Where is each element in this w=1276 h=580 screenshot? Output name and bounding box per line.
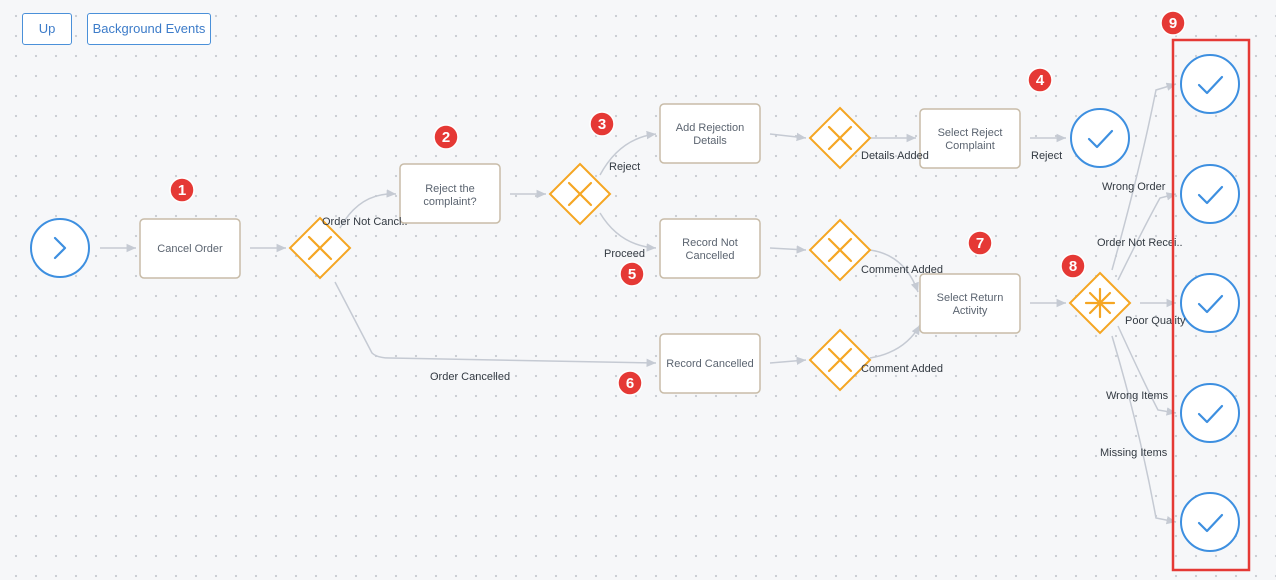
task-label: Select Return (937, 292, 1004, 304)
task-select-return-activity[interactable]: Select Return Activity (919, 273, 1021, 334)
task-label: Record Cancelled (666, 358, 753, 370)
task-label: Select Reject (938, 127, 1003, 139)
flow-reject[interactable] (599, 130, 657, 176)
background-events-button[interactable]: Background Events (87, 13, 211, 45)
badge-8: 8 (1060, 253, 1086, 279)
check-icon (1197, 404, 1224, 424)
complex-gateway-return[interactable] (1068, 271, 1132, 335)
start-event[interactable] (30, 218, 90, 278)
flow-order-cancelled[interactable] (334, 281, 657, 368)
flow-order-not-cancelled[interactable] (339, 189, 397, 229)
label-poor-quality: Poor Quality (1125, 315, 1186, 327)
badge-7: 7 (967, 230, 993, 256)
badge-4: 4 (1027, 67, 1053, 93)
task-label: Details (693, 135, 727, 147)
check-icon (1197, 75, 1224, 95)
label-comment-added-2: Comment Added (861, 363, 943, 375)
badge-number: 4 (1036, 72, 1045, 89)
check-icon (1197, 185, 1224, 205)
end-event-wrong-items[interactable] (1180, 383, 1240, 443)
highlight-box (1171, 38, 1251, 572)
flow-comment-added-2[interactable] (869, 324, 921, 359)
exclusive-gateway-order[interactable] (288, 216, 352, 280)
task-label: complaint? (423, 196, 476, 208)
flow-comment-added-1[interactable] (869, 249, 919, 293)
badge-number: 6 (626, 375, 634, 392)
flow-wrong-order[interactable] (1111, 82, 1177, 271)
x-icon (567, 181, 593, 207)
badge-number: 1 (178, 182, 186, 199)
flow-order-not-received[interactable] (1117, 192, 1177, 281)
check-icon (1197, 513, 1224, 533)
check-icon (1087, 129, 1114, 149)
badge-number: 5 (628, 266, 636, 283)
label-reject: Reject (609, 161, 640, 173)
task-record-not-cancelled[interactable]: Record Not Cancelled (659, 218, 761, 279)
badge-2: 2 (433, 124, 459, 150)
exclusive-gateway-comment-1[interactable] (808, 218, 872, 282)
label-order-not-cancelled: Order Not Cancl.. (322, 216, 408, 228)
label-missing-items: Missing Items (1100, 447, 1168, 459)
flow-record-not-cancelled-to-gateway[interactable] (769, 245, 807, 254)
check-icon (1197, 294, 1224, 314)
badge-6: 6 (617, 370, 643, 396)
task-label: Cancelled (686, 250, 735, 262)
flow-labels: Order Not Cancl.. Order Cancelled Reject… (322, 150, 1186, 459)
badge-number: 9 (1169, 15, 1177, 32)
exclusive-gateway-details[interactable] (808, 106, 872, 170)
x-icon (827, 125, 853, 151)
label-wrong-order: Wrong Order (1102, 181, 1166, 193)
x-icon (827, 237, 853, 263)
task-add-rejection-details[interactable]: Add Rejection Details (659, 103, 761, 164)
asterisk-icon (1084, 287, 1116, 319)
flow-record-cancelled-to-gateway[interactable] (769, 356, 807, 365)
x-icon (307, 235, 333, 261)
chevron-right-icon (53, 236, 67, 260)
label-reject-end: Reject (1031, 150, 1062, 162)
badge-9: 9 (1160, 10, 1186, 36)
task-label: Record Not (682, 237, 738, 249)
task-label: Complaint (945, 140, 995, 152)
badge-3: 3 (589, 111, 615, 137)
badge-number: 8 (1069, 258, 1077, 275)
end-event-reject[interactable] (1070, 108, 1130, 168)
up-button[interactable]: Up (22, 13, 72, 45)
end-event-missing-items[interactable] (1180, 492, 1240, 552)
flow-wrong-items[interactable] (1117, 325, 1177, 416)
badge-number: 3 (598, 116, 606, 133)
label-order-cancelled: Order Cancelled (430, 371, 510, 383)
exclusive-gateway-comment-2[interactable] (808, 328, 872, 392)
end-event-order-not-received[interactable] (1180, 164, 1240, 224)
flow-missing-items[interactable] (1111, 335, 1177, 525)
exclusive-gateway-complaint[interactable] (548, 162, 612, 226)
badge-number: 7 (976, 235, 984, 252)
task-label: Activity (953, 305, 988, 317)
end-event-wrong-order[interactable] (1180, 54, 1240, 114)
label-wrong-items: Wrong Items (1106, 390, 1169, 402)
label-order-not-received: Order Not Recei.. (1097, 237, 1183, 249)
task-cancel-order[interactable]: Cancel Order (139, 218, 241, 279)
badge-1: 1 (169, 177, 195, 203)
badge-number: 2 (442, 129, 450, 146)
task-label: Add Rejection (676, 122, 745, 134)
flow-add-rejection-to-gateway[interactable] (769, 132, 807, 142)
x-icon (827, 347, 853, 373)
badge-5: 5 (619, 261, 645, 287)
task-select-reject-complaint[interactable]: Select Reject Complaint (919, 108, 1021, 169)
task-label: Cancel Order (157, 243, 223, 255)
label-proceed: Proceed (604, 248, 645, 260)
flow-proceed[interactable] (599, 212, 657, 252)
label-comment-added-1: Comment Added (861, 264, 943, 276)
label-details-added: Details Added (861, 150, 929, 162)
end-event-poor-quality[interactable] (1180, 273, 1240, 333)
task-reject-the-complaint[interactable]: Reject the complaint? (399, 163, 501, 224)
task-record-cancelled[interactable]: Record Cancelled (659, 333, 761, 394)
task-label: Reject the (425, 183, 475, 195)
connectors (100, 82, 1177, 525)
